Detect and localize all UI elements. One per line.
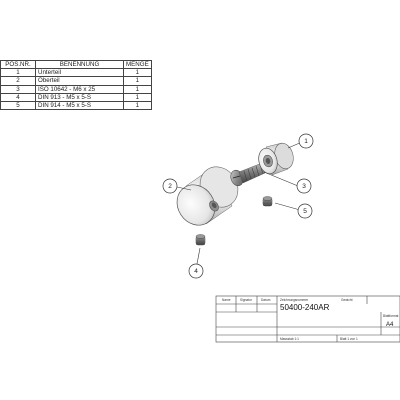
row-qty: 1 xyxy=(123,92,152,103)
part-4-set-screw xyxy=(195,234,206,246)
parts-list-header-row: POS.NR. BENENNUNG MENGE xyxy=(0,59,152,70)
balloon-5: 5 xyxy=(297,203,313,219)
balloon-2: 2 xyxy=(162,178,178,194)
balloon-5-label: 5 xyxy=(303,208,307,215)
title-block-frame xyxy=(215,295,400,343)
balloon-1: 1 xyxy=(298,133,314,149)
row-qty: 1 xyxy=(123,76,152,86)
label-blatt: Blatt 1 von 1 xyxy=(340,337,358,341)
drawing-number: 50400-240AR xyxy=(280,303,330,312)
label-name: Name xyxy=(222,298,231,302)
balloon-4: 4 xyxy=(188,263,204,279)
header-qty: MENGE xyxy=(123,59,152,70)
parts-list-row: 5 DIN 914 - M5 x 5-S 1 xyxy=(0,101,152,111)
row-name: DIN 913 - M5 x 5-S xyxy=(35,92,124,103)
header-name: BENENNUNG xyxy=(35,59,124,70)
parts-list-table: POS.NR. BENENNUNG MENGE 1 Unterteil 1 2 … xyxy=(0,59,152,111)
balloon-1-label: 1 xyxy=(304,138,308,145)
row-name: DIN 914 - M5 x 5-S xyxy=(35,101,124,111)
sheet-format: A4 xyxy=(386,322,394,328)
part-5-set-screw xyxy=(262,196,273,207)
label-signatur: Signatur xyxy=(240,298,252,302)
label-gewicht: Gewicht xyxy=(341,298,353,302)
label-datum: Datum xyxy=(261,298,271,302)
part-2-oberteil xyxy=(176,166,239,226)
balloon-3-label: 3 xyxy=(302,183,306,190)
parts-list-row: 3 ISO 10642 - M6 x 25 1 xyxy=(0,84,152,94)
label-zeichnungsnummer: Zeichnungsnummer xyxy=(280,298,309,302)
part-1-unterteil xyxy=(258,142,294,176)
row-qty: 1 xyxy=(123,68,152,78)
parts-list-row: 4 DIN 913 - M5 x 5-S 1 xyxy=(0,92,152,103)
row-name: ISO 10642 - M6 x 25 xyxy=(35,84,124,94)
row-qty: 1 xyxy=(123,101,152,111)
balloon-3: 3 xyxy=(296,178,312,194)
balloon-2-label: 2 xyxy=(168,183,172,190)
label-massstab: Massstab 1:1 xyxy=(280,337,299,341)
row-qty: 1 xyxy=(123,84,152,94)
balloon-4-label: 4 xyxy=(194,268,198,275)
part-3-screw xyxy=(230,162,266,187)
label-blattformat: Blattformat xyxy=(383,314,399,318)
